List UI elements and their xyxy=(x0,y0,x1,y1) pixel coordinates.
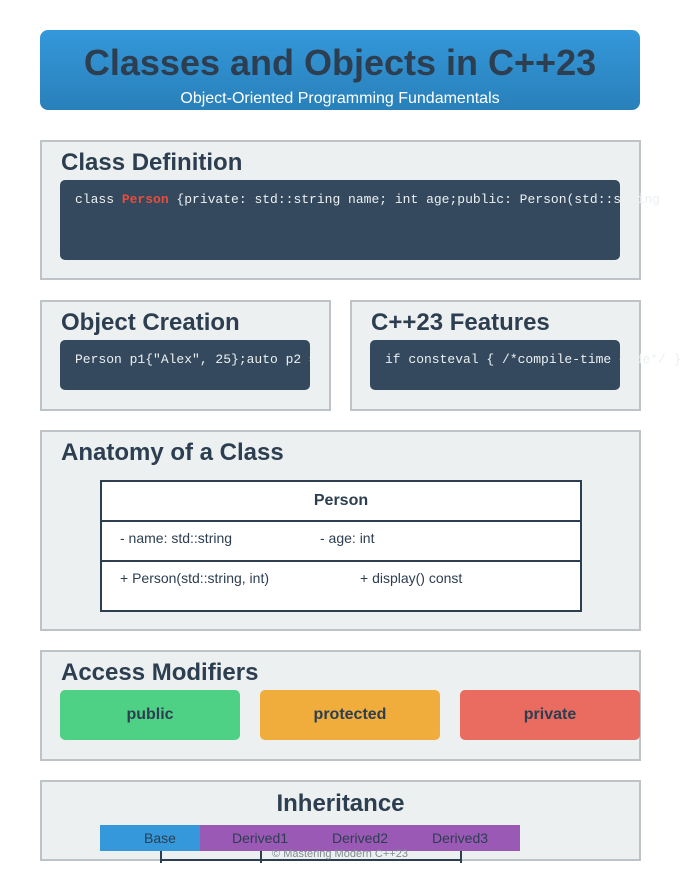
inheritance-connector xyxy=(460,851,462,863)
access-modifiers-panel: Access Modifiers public protected privat… xyxy=(40,650,641,761)
inheritance-connector xyxy=(160,851,162,863)
code-rest: {private: std::string name; int age;publ… xyxy=(168,192,661,207)
modifier-public: public xyxy=(60,690,240,740)
code-prefix: class xyxy=(75,192,122,207)
class-definition-panel: Class Definition class Person {private: … xyxy=(40,140,660,280)
uml-attribute: - age: int xyxy=(320,530,375,546)
footer-copyright: © Mastering Modern C++23 xyxy=(272,848,408,860)
page-title: Classes and Objects in C++23 xyxy=(83,42,597,83)
inheritance-title: Inheritance xyxy=(276,790,405,817)
page-subtitle: Object-Oriented Programming Fundamentals xyxy=(180,90,500,107)
inheritance-connector xyxy=(260,851,262,863)
modifier-protected: protected xyxy=(260,690,440,740)
uml-class-box: Person - name: std::string - age: int + … xyxy=(100,480,582,612)
uml-method: + display() const xyxy=(360,570,463,586)
inheritance-panel: Inheritance Base Derived1 Derived2 Deriv… xyxy=(40,780,641,863)
uml-attribute: - name: std::string xyxy=(120,530,233,546)
uml-divider xyxy=(102,560,580,562)
object-creation-code: Person p1{"Alex", 25};auto p2 = xyxy=(75,352,317,367)
inheritance-derived-3: Derived3 xyxy=(400,825,520,851)
cpp23-features-code: if consteval { /*compile-time code*/ } xyxy=(385,352,681,367)
access-modifiers-title: Access Modifiers xyxy=(61,659,259,686)
uml-method: + Person(std::string, int) xyxy=(120,570,270,586)
cpp23-features-title: C++23 Features xyxy=(371,309,550,336)
uml-class-name: Person xyxy=(313,492,369,509)
code-keyword: Person xyxy=(121,192,169,207)
cpp23-features-panel: C++23 Features if consteval { /*compile-… xyxy=(350,300,681,411)
class-definition-code: class Person {private: std::string name;… xyxy=(75,192,660,207)
header-banner: Classes and Objects in C++23 Object-Orie… xyxy=(40,30,640,110)
object-creation-title: Object Creation xyxy=(61,309,240,336)
class-definition-title: Class Definition xyxy=(61,149,243,176)
modifier-private: private xyxy=(460,690,640,740)
inheritance-bar: Base Derived1 Derived2 Derived3 xyxy=(100,825,520,851)
cpp23-features-code-box: if consteval { /*compile-time code*/ } xyxy=(370,340,681,390)
uml-divider xyxy=(102,520,580,522)
object-creation-code-box: Person p1{"Alex", 25};auto p2 = xyxy=(60,340,317,390)
object-creation-panel: Object Creation Person p1{"Alex", 25};au… xyxy=(40,300,331,411)
anatomy-title: Anatomy of a Class xyxy=(61,439,284,466)
inheritance-connector-bar xyxy=(160,859,462,861)
anatomy-panel: Anatomy of a Class Person - name: std::s… xyxy=(40,430,641,631)
class-definition-code-box: class Person {private: std::string name;… xyxy=(60,180,660,260)
